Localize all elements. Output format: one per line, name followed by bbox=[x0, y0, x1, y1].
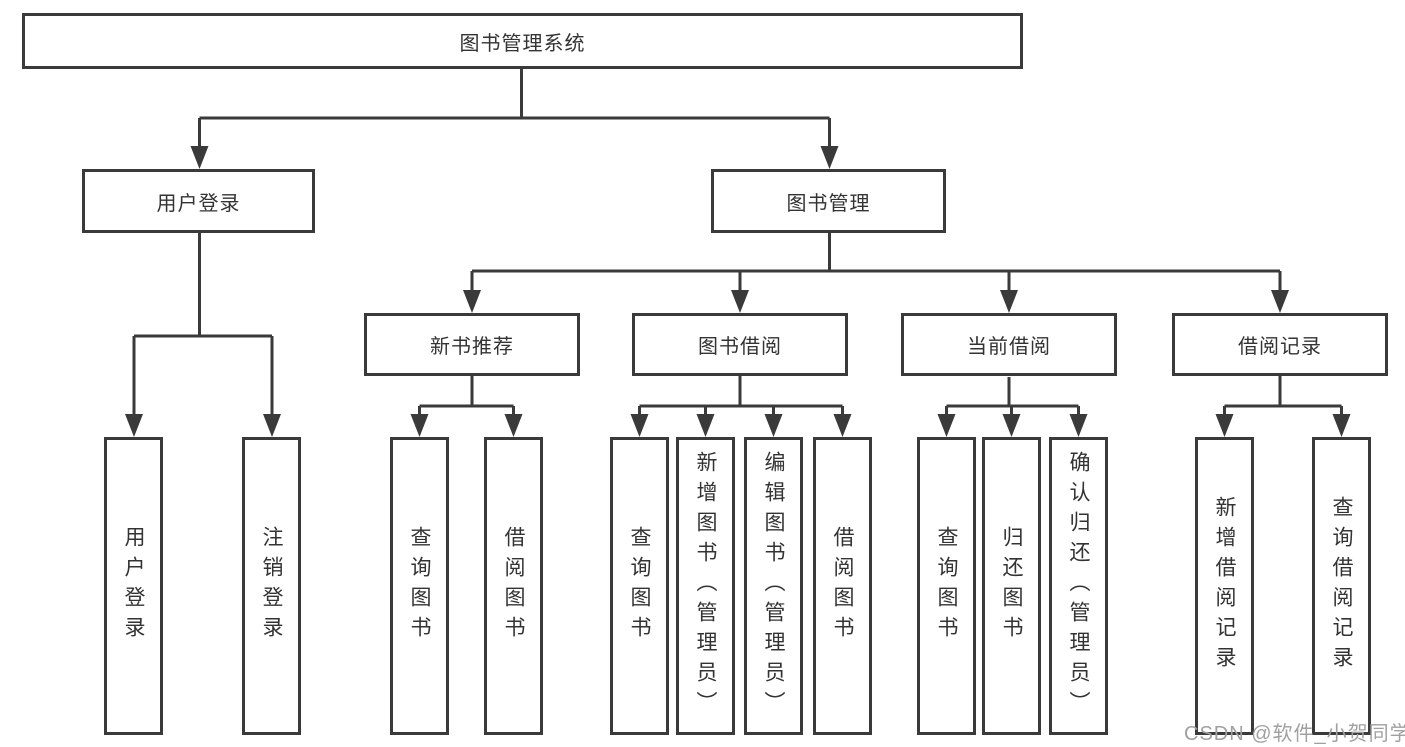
leaf-current-return-books: 归还图书 bbox=[982, 437, 1041, 735]
connector-current-borrowing bbox=[937, 377, 1088, 437]
node-user-login: 用户登录 bbox=[82, 169, 315, 233]
leaf-current-confirm-return-admin: 确认归还（管理员） bbox=[1049, 437, 1108, 735]
node-library-system: 图书管理系统 bbox=[22, 13, 1023, 69]
leaf-borrowing-edit-books-admin: 编辑图书（管理员） bbox=[744, 437, 803, 735]
leaf-records-query-record: 查询借阅记录 bbox=[1312, 437, 1371, 735]
connector-user-login bbox=[125, 233, 281, 437]
leaf-records-add-record: 新增借阅记录 bbox=[1195, 437, 1254, 735]
connector-book-borrowing bbox=[630, 376, 852, 437]
node-book-management: 图书管理 bbox=[711, 169, 946, 233]
node-borrowing-records: 借阅记录 bbox=[1172, 313, 1388, 376]
node-current-borrowing: 当前借阅 bbox=[901, 313, 1117, 376]
connector-root bbox=[190, 69, 839, 169]
leaf-newbook-query-books: 查询图书 bbox=[390, 437, 449, 735]
connector-new-book-recommend bbox=[410, 376, 523, 437]
connector-book-management bbox=[463, 233, 1289, 313]
leaf-newbook-borrow-books: 借阅图书 bbox=[484, 437, 543, 735]
leaf-logout: 注销登录 bbox=[242, 437, 301, 735]
leaf-current-query-books: 查询图书 bbox=[917, 437, 976, 735]
node-new-book-recommend: 新书推荐 bbox=[364, 313, 580, 376]
connector-borrowing-records bbox=[1215, 376, 1351, 437]
watermark-text: CSDN @软件_小贺同学 bbox=[1184, 723, 1405, 745]
leaf-borrowing-query-books: 查询图书 bbox=[610, 437, 669, 735]
leaf-borrowing-borrow-books: 借阅图书 bbox=[813, 437, 872, 735]
leaf-borrowing-add-books-admin: 新增图书（管理员） bbox=[676, 437, 735, 735]
leaf-user-login: 用户登录 bbox=[104, 437, 163, 735]
node-book-borrowing: 图书借阅 bbox=[632, 313, 848, 376]
